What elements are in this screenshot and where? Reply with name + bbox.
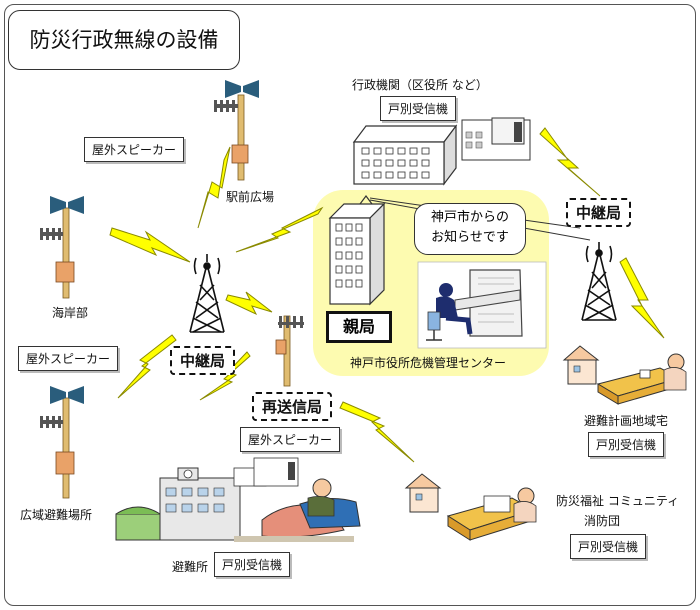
government-building <box>352 124 458 186</box>
bolt-resend-right <box>339 401 415 463</box>
speaker-label-top: 屋外スピーカー <box>84 137 185 162</box>
receiver-label-gyosei: 戸別受信機 <box>380 96 457 121</box>
relay-tower-right <box>581 242 617 321</box>
operator-console <box>417 261 547 349</box>
bolt-ekimae <box>197 146 231 229</box>
pole-kaigan <box>40 196 84 299</box>
pole-resend <box>275 315 304 387</box>
relay-label-center: 中継局 <box>170 346 236 375</box>
label-hinanjo: 避難所 <box>172 560 209 574</box>
receiver-label-hinanjo: 戸別受信機 <box>214 552 291 577</box>
diagram-title: 防災行政無線の設備 <box>8 10 240 70</box>
speaker-label-left: 屋外スピーカー <box>18 346 119 371</box>
receiver-label-hinan-keikaku: 戸別受信機 <box>588 432 665 457</box>
receiver-label-fukushi: 戸別受信機 <box>570 534 647 559</box>
label-center: 神戸市役所危機管理センター <box>350 356 507 370</box>
label-oyakyoku: 親局 <box>326 311 392 343</box>
label-hinan-keikaku: 避難計画地域宅 <box>584 414 669 428</box>
bolt-kaigan <box>109 227 191 263</box>
speech-line-2: お知らせです <box>431 230 509 245</box>
center-building <box>328 195 386 306</box>
label-koiki: 広域避難場所 <box>20 508 93 522</box>
house-hinan-keikaku <box>562 345 687 405</box>
label-bousai-fukushi: 防災福祉 コミュニティ <box>556 494 680 508</box>
speech-line-1: 神戸市からの <box>430 210 509 225</box>
bolt-to-relay-right <box>539 127 601 197</box>
bolt-to-house <box>619 257 665 339</box>
house-bousai-fukushi <box>404 473 537 541</box>
radio-signals <box>109 127 665 463</box>
bolt-small-right <box>225 291 273 316</box>
label-ekimae: 駅前広場 <box>226 190 275 204</box>
bolt-center-up <box>235 206 324 253</box>
relay-tower-center <box>189 254 225 333</box>
speaker-label-bottom: 屋外スピーカー <box>240 427 341 452</box>
pole-koiki <box>40 386 84 499</box>
pole-ekimae <box>214 80 259 181</box>
relay-label-resend: 再送信局 <box>252 392 333 421</box>
label-shoubodan: 消防団 <box>584 514 621 528</box>
bolt-left-down <box>117 334 177 399</box>
receiver-device-gyosei <box>461 117 531 161</box>
speech-bubble: 神戸市からの お知らせです <box>414 203 526 255</box>
label-gyosei: 行政機関（区役所 など） <box>352 78 488 92</box>
shelter-school <box>115 457 361 542</box>
relay-label-right: 中継局 <box>566 198 632 227</box>
label-kaiganbu: 海岸部 <box>52 306 89 320</box>
